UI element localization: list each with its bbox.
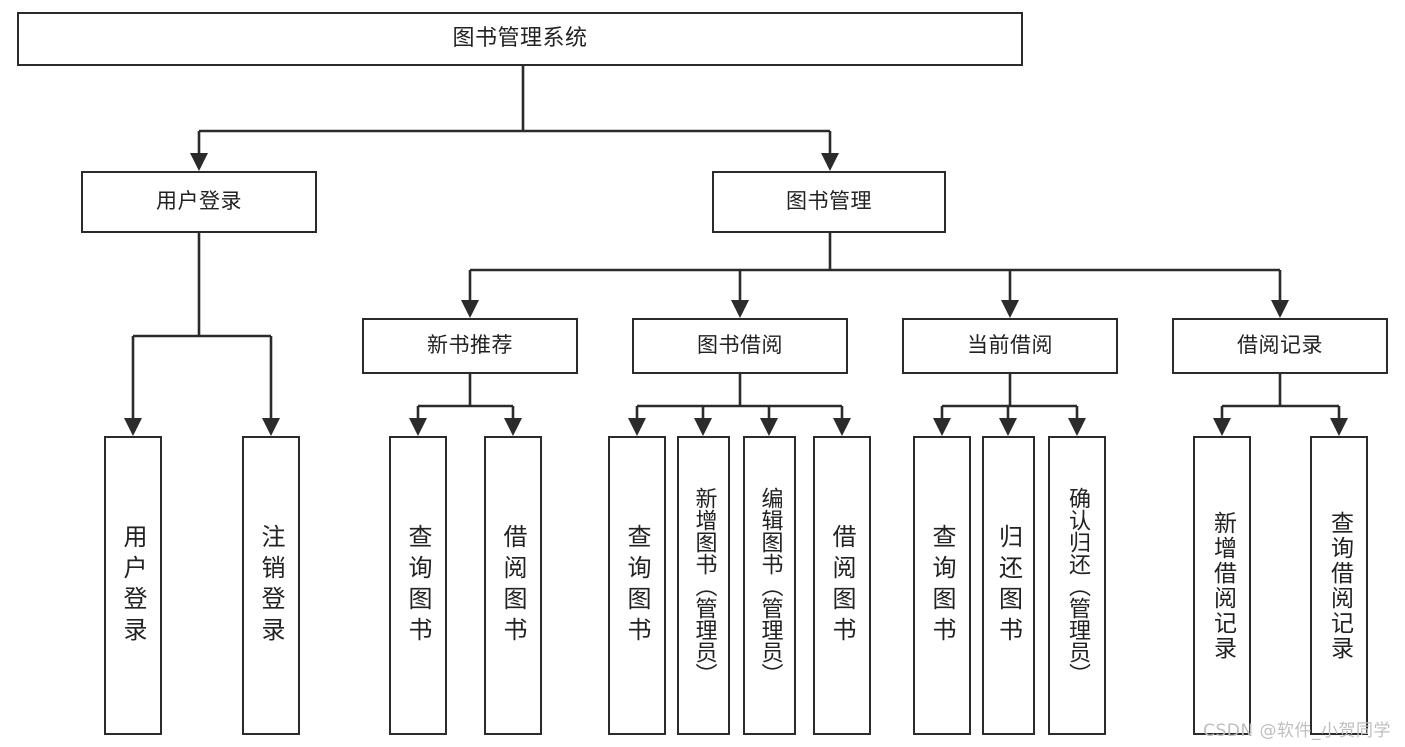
leaf-borrow-query-book[interactable]: 查询图书 [608, 436, 666, 735]
node-book-borrow[interactable]: 图书借阅 [632, 318, 848, 374]
node-label: 查询图书 [404, 523, 432, 648]
leaf-current-query-book[interactable]: 查询图书 [913, 436, 971, 735]
node-label: 图书借阅 [697, 333, 783, 358]
node-label: 注销登录 [257, 523, 285, 648]
leaf-new-book-query[interactable]: 查询图书 [389, 436, 447, 735]
node-borrow-record[interactable]: 借阅记录 [1172, 318, 1388, 374]
node-label: 归还图书 [994, 523, 1023, 648]
leaf-current-confirm-return-admin[interactable]: 确认归还（管理员） [1048, 436, 1106, 735]
leaf-new-book-borrow[interactable]: 借阅图书 [484, 436, 542, 735]
node-user-login[interactable]: 用户登录 [81, 171, 317, 233]
node-label: 当前借阅 [967, 333, 1053, 358]
node-label: 查询借阅记录 [1326, 510, 1353, 661]
node-new-book-recommend[interactable]: 新书推荐 [362, 318, 578, 374]
node-label: 确认归还（管理员） [1065, 486, 1090, 685]
node-label: 新增图书（管理员） [691, 486, 717, 685]
leaf-borrow-edit-book-admin[interactable]: 编辑图书（管理员） [743, 436, 796, 735]
node-label: 新增借阅记录 [1209, 510, 1236, 661]
node-label: 用户登录 [156, 189, 242, 214]
node-label: 借阅图书 [499, 523, 527, 648]
node-book-management[interactable]: 图书管理 [712, 171, 946, 233]
leaf-record-query-borrow-record[interactable]: 查询借阅记录 [1310, 436, 1368, 735]
node-label: 图书管理 [786, 189, 872, 214]
leaf-borrow-borrow-book[interactable]: 借阅图书 [813, 436, 871, 735]
csdn-watermark: CSDN @软件_小贺同学 [1203, 721, 1391, 741]
node-label: 查询图书 [623, 523, 651, 648]
leaf-user-login-login[interactable]: 用户登录 [104, 436, 162, 735]
node-label: 编辑图书（管理员） [757, 486, 783, 685]
leaf-borrow-add-book-admin[interactable]: 新增图书（管理员） [677, 436, 730, 735]
node-label: 用户登录 [119, 523, 147, 648]
leaf-current-return-book[interactable]: 归还图书 [982, 436, 1035, 735]
node-label: 查询图书 [928, 523, 956, 648]
node-label: 借阅图书 [828, 523, 856, 648]
node-label: 图书管理系统 [452, 25, 588, 51]
node-label: 新书推荐 [427, 333, 513, 358]
node-current-borrow[interactable]: 当前借阅 [902, 318, 1118, 374]
node-label: 借阅记录 [1237, 333, 1323, 358]
leaf-user-login-logout[interactable]: 注销登录 [242, 436, 300, 735]
node-root-book-management-system[interactable]: 图书管理系统 [17, 12, 1023, 66]
leaf-record-add-borrow-record[interactable]: 新增借阅记录 [1193, 436, 1251, 735]
